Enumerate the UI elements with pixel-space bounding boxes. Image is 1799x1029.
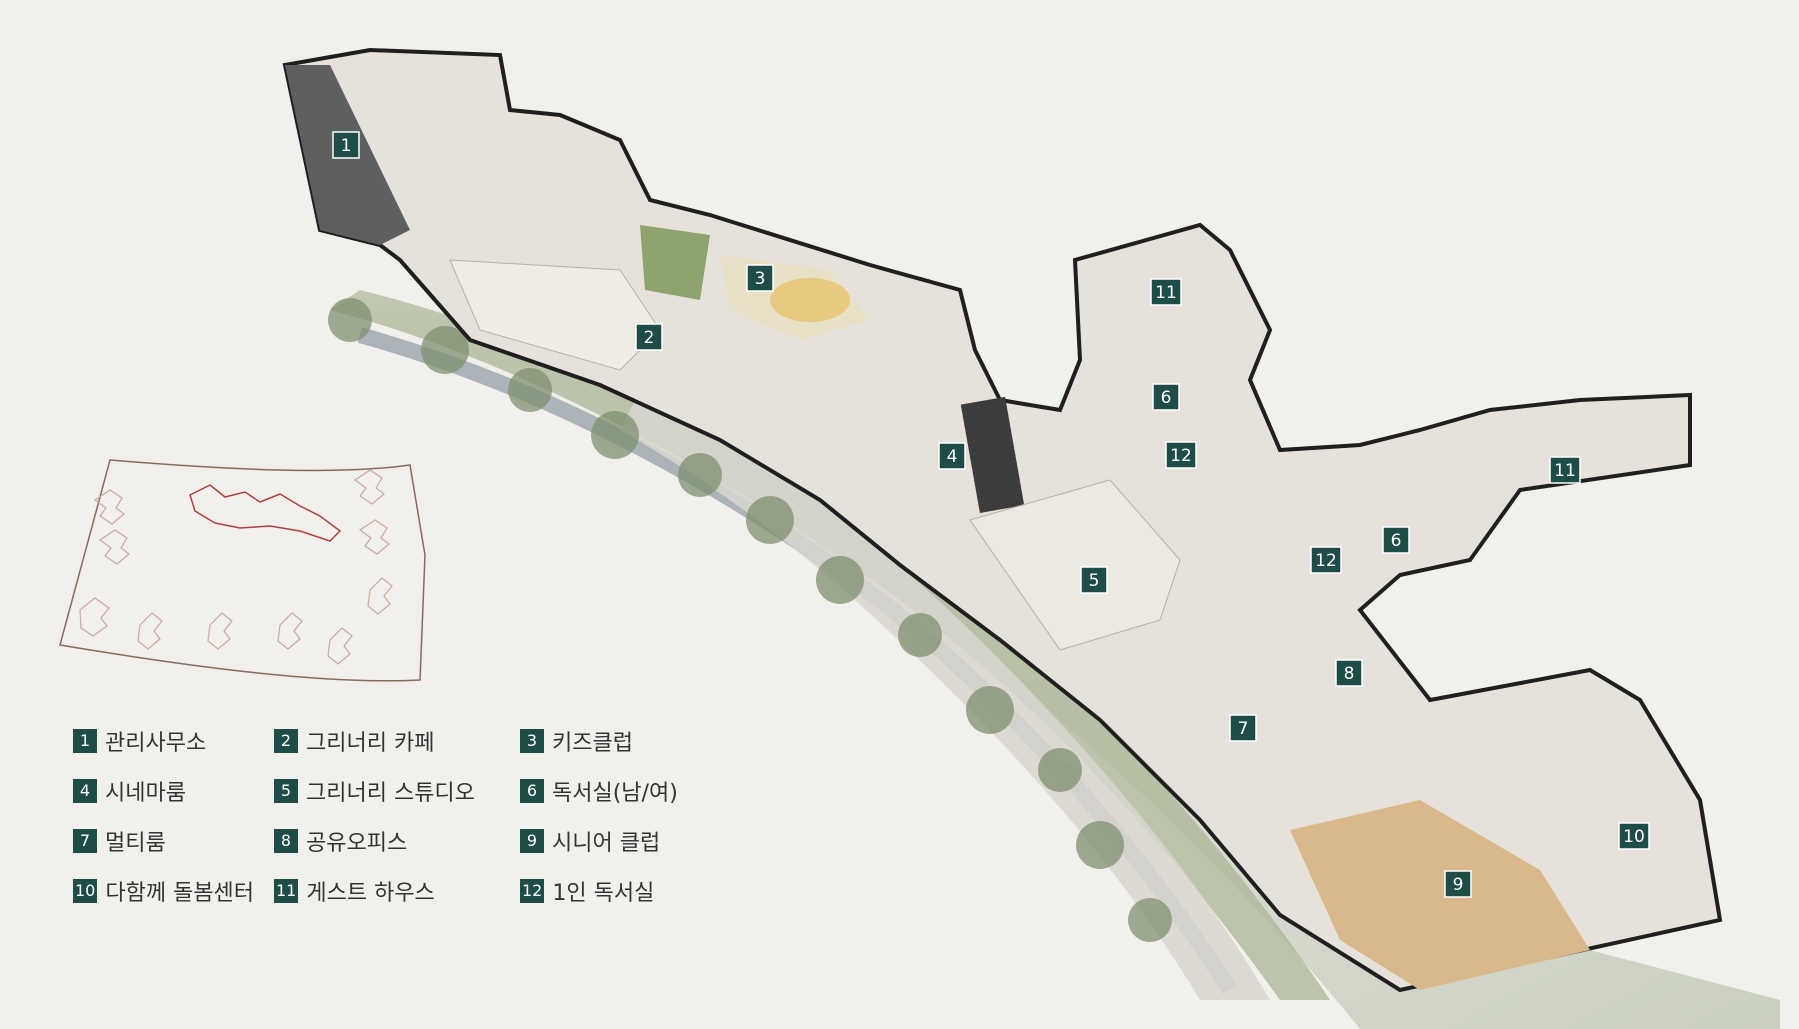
legend-number-badge: 8 bbox=[274, 829, 298, 853]
legend-number-badge: 9 bbox=[520, 829, 544, 853]
legend-number-badge: 12 bbox=[520, 879, 545, 903]
map-marker-label: 7 bbox=[1238, 719, 1249, 739]
map-marker-label: 3 bbox=[755, 269, 766, 289]
legend-item-6: 6 독서실(남/여) bbox=[520, 775, 678, 807]
legend: 1 관리사무소 2 그리너리 카페 3 키즈클럽 4 시네마룸 5 그리너리 스튜디오 6 독서실(남… bbox=[73, 725, 713, 925]
legend-number-badge: 2 bbox=[274, 729, 298, 753]
legend-item-10: 10 다함께 돌봄센터 bbox=[73, 875, 254, 907]
map-marker-8: 8 bbox=[1335, 659, 1363, 687]
map-marker-7: 7 bbox=[1229, 714, 1257, 742]
green-belt bbox=[330, 290, 1330, 1000]
legend-item-1: 1 관리사무소 bbox=[73, 725, 206, 757]
senior-club-floor bbox=[1290, 800, 1590, 990]
legend-item-4: 4 시네마룸 bbox=[73, 775, 186, 807]
map-marker-label: 11 bbox=[1554, 461, 1576, 481]
map-marker-12: 12 bbox=[1310, 546, 1342, 574]
legend-item-3: 3 키즈클럽 bbox=[520, 725, 633, 757]
map-marker-11: 11 bbox=[1150, 278, 1182, 306]
legend-number-badge: 10 bbox=[73, 879, 98, 903]
legend-number-badge: 5 bbox=[274, 779, 298, 803]
map-marker-9: 9 bbox=[1444, 870, 1472, 898]
map-marker-label: 6 bbox=[1391, 531, 1402, 551]
map-marker-label: 5 bbox=[1089, 571, 1100, 591]
map-marker-label: 10 bbox=[1623, 827, 1645, 847]
kids-club-play-area bbox=[770, 278, 850, 322]
legend-label: 시니어 클럽 bbox=[552, 831, 661, 856]
building-floor-plan bbox=[282, 47, 1723, 993]
map-marker-label: 6 bbox=[1161, 388, 1172, 408]
legend-item-2: 2 그리너리 카페 bbox=[274, 725, 434, 757]
legend-label: 그리너리 스튜디오 bbox=[306, 781, 475, 806]
legend-number-badge: 4 bbox=[73, 779, 97, 803]
legend-number-badge: 11 bbox=[274, 879, 299, 903]
site-map-inset bbox=[59, 459, 426, 682]
legend-label: 키즈클럽 bbox=[552, 731, 633, 756]
map-marker-label: 9 bbox=[1453, 875, 1464, 895]
garden-court bbox=[640, 225, 710, 300]
legend-label: 다함께 돌봄센터 bbox=[105, 881, 255, 906]
legend-label: 독서실(남/여) bbox=[552, 781, 678, 806]
map-marker-2: 2 bbox=[635, 323, 663, 351]
legend-number-badge: 3 bbox=[520, 729, 544, 753]
map-marker-12: 12 bbox=[1165, 441, 1197, 469]
legend-label: 게스트 하우스 bbox=[306, 881, 435, 906]
map-marker-label: 4 bbox=[947, 447, 958, 467]
map-marker-6: 6 bbox=[1152, 383, 1180, 411]
map-marker-label: 12 bbox=[1170, 446, 1192, 466]
legend-label: 그리너리 카페 bbox=[306, 731, 435, 756]
map-marker-11: 11 bbox=[1549, 456, 1581, 484]
map-marker-3: 3 bbox=[746, 264, 774, 292]
map-marker-6: 6 bbox=[1382, 526, 1410, 554]
legend-label: 멀티룸 bbox=[105, 831, 166, 856]
legend-label: 시네마룸 bbox=[105, 781, 186, 806]
map-marker-label: 12 bbox=[1315, 551, 1337, 571]
legend-item-5: 5 그리너리 스튜디오 bbox=[274, 775, 475, 807]
legend-item-11: 11 게스트 하우스 bbox=[274, 875, 435, 907]
map-marker-4: 4 bbox=[938, 442, 966, 470]
legend-item-7: 7 멀티룸 bbox=[73, 825, 166, 857]
legend-label: 공유오피스 bbox=[306, 831, 408, 856]
map-marker-label: 2 bbox=[644, 328, 655, 348]
map-marker-label: 8 bbox=[1344, 664, 1355, 684]
studio-floor bbox=[969, 479, 1181, 651]
legend-item-8: 8 공유오피스 bbox=[274, 825, 407, 857]
map-marker-5: 5 bbox=[1080, 566, 1108, 594]
map-marker-label: 1 bbox=[341, 136, 352, 156]
trees bbox=[328, 298, 1172, 942]
legend-item-9: 9 시니어 클럽 bbox=[520, 825, 660, 857]
legend-label: 관리사무소 bbox=[105, 731, 207, 756]
map-marker-label: 11 bbox=[1155, 283, 1177, 303]
site-boundary bbox=[59, 459, 426, 682]
map-marker-10: 10 bbox=[1618, 822, 1650, 850]
legend-number-badge: 6 bbox=[520, 779, 544, 803]
cinema-room-block bbox=[960, 396, 1025, 513]
legend-item-12: 12 1인 독서실 bbox=[520, 875, 654, 907]
site-highlight-building bbox=[189, 484, 342, 542]
map-marker-1: 1 bbox=[332, 131, 360, 159]
legend-number-badge: 7 bbox=[73, 829, 97, 853]
legend-label: 1인 독서실 bbox=[552, 881, 655, 906]
legend-number-badge: 1 bbox=[73, 729, 97, 753]
